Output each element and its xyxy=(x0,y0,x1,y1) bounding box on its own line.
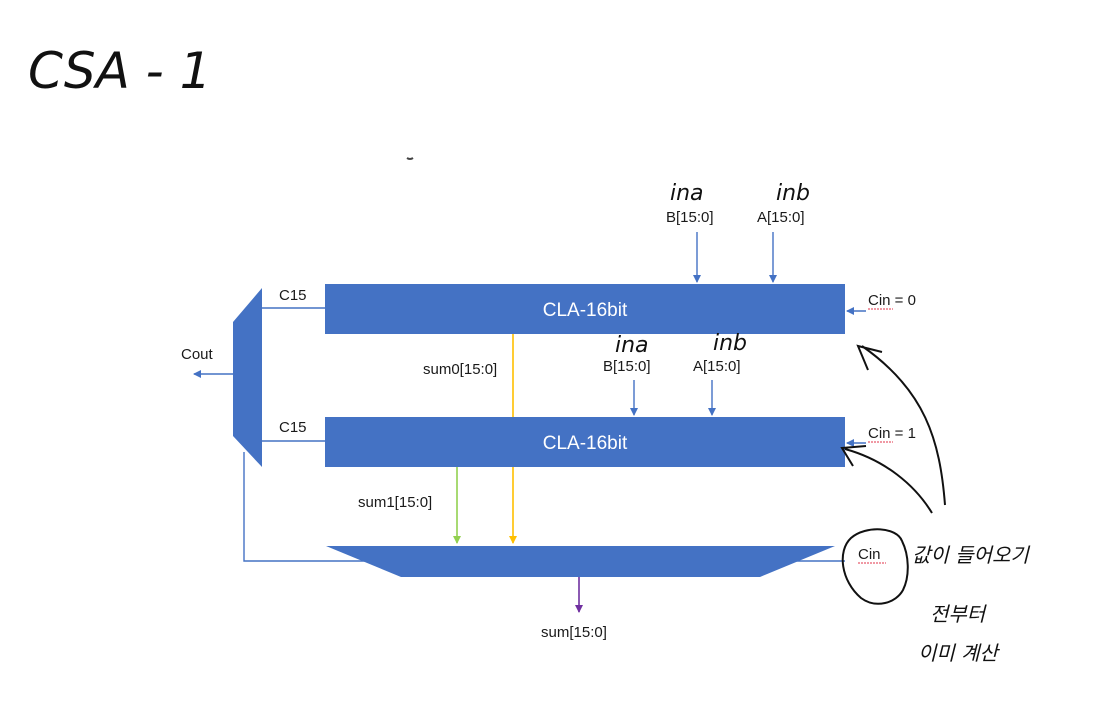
sum-mux-cin-label: Cin xyxy=(858,546,881,563)
top-input-a-label: A[15:0] xyxy=(757,209,805,226)
bottom-input-a-label: A[15:0] xyxy=(693,358,741,375)
carry-mux xyxy=(233,288,262,467)
sum0-label: sum0[15:0] xyxy=(423,361,497,378)
bottom-carry-out-label: C15 xyxy=(279,419,307,436)
stray-mark xyxy=(406,157,414,160)
bottom-ina-note: ina xyxy=(615,333,649,358)
top-input-b-label: B[15:0] xyxy=(666,209,714,226)
top-carry-in-label: Cin = 0 xyxy=(868,292,916,309)
sum1-label: sum1[15:0] xyxy=(358,494,432,511)
bottom-carry-in-label: Cin = 1 xyxy=(868,425,916,442)
cin-circle-mark xyxy=(841,528,909,605)
select-wire xyxy=(243,452,845,562)
cla-top-block xyxy=(325,284,845,334)
cla-top-label: CLA-16bit xyxy=(543,300,628,321)
hand-arrow-top-head xyxy=(856,344,883,371)
top-inb-note: inb xyxy=(776,181,810,206)
bottom-inb-note: inb xyxy=(713,331,747,356)
sum-out-label: sum[15:0] xyxy=(541,624,607,641)
hand-arrow-top xyxy=(861,345,946,506)
hand-arrow-bottom xyxy=(844,448,933,514)
hand-arrow-bottom-head xyxy=(840,445,867,467)
diagram-title: CSA - 1 xyxy=(28,42,211,100)
top-carry-out-label: C15 xyxy=(279,287,307,304)
cla-bottom-block xyxy=(325,417,845,467)
handwritten-note-line3: 이미 계산 xyxy=(918,641,1001,665)
sum-mux xyxy=(326,546,835,577)
top-ina-note: ina xyxy=(670,181,704,206)
handwritten-note-line2: 전부터 xyxy=(930,602,988,626)
handwritten-note-line1: 값이 들어오기 xyxy=(912,543,1030,567)
cla-bottom-label: CLA-16bit xyxy=(543,433,628,454)
bottom-input-b-label: B[15:0] xyxy=(603,358,651,375)
cout-label: Cout xyxy=(181,346,214,363)
